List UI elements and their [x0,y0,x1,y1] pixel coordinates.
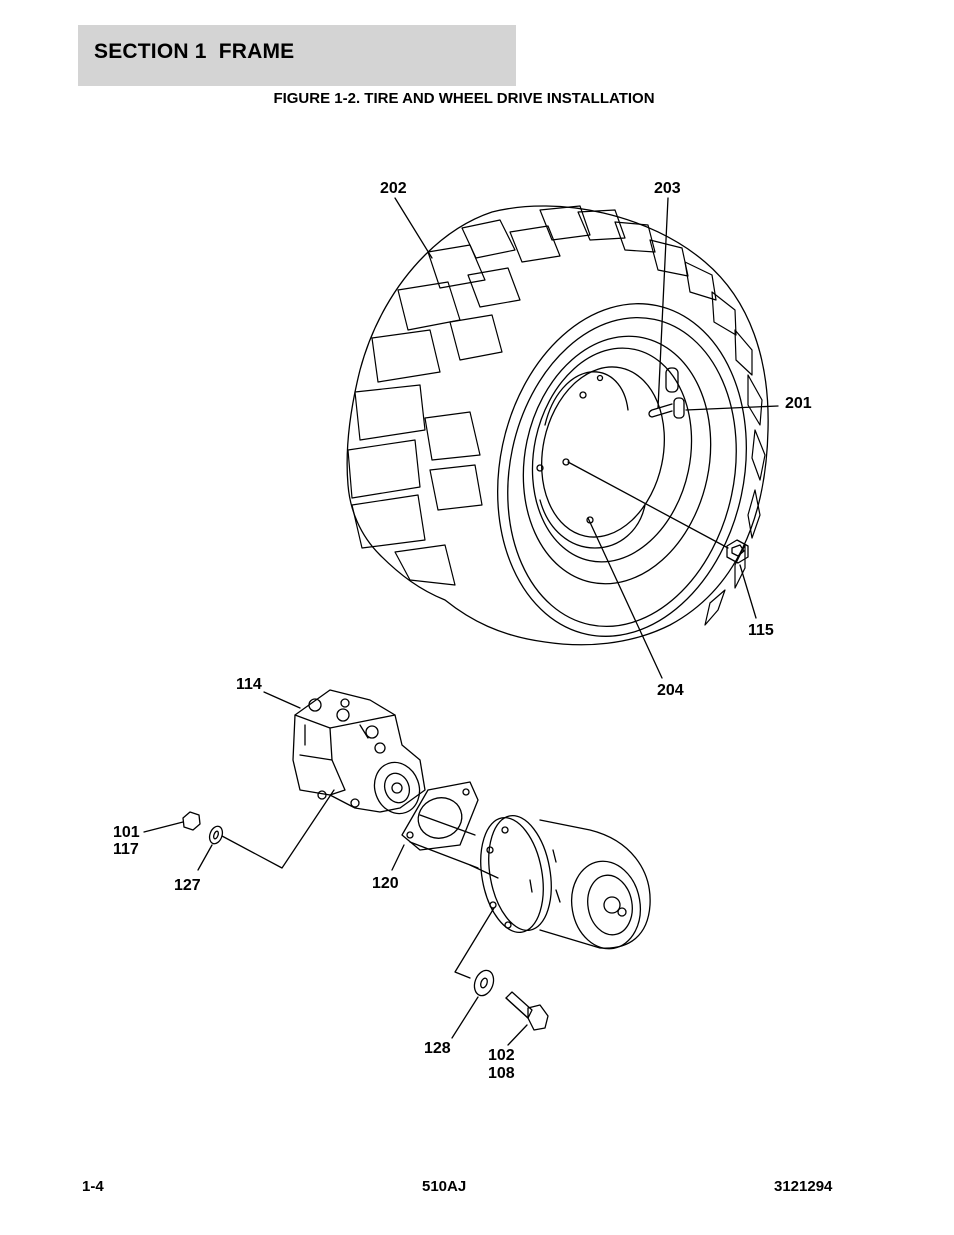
nut-illustration [182,811,201,831]
callout-101: 101 [113,824,140,841]
bolt-illustration [505,991,549,1031]
section-header-bar: SECTION 1 FRAME [78,25,516,86]
washer-large-illustration [473,969,495,997]
callout-108: 108 [488,1065,515,1082]
callout-102: 102 [488,1047,515,1064]
figure-title-text: FIGURE 1-2. TIRE AND WHEEL DRIVE INSTALL… [273,90,655,107]
footer-document-number: 3121294 [774,1178,833,1195]
callout-203: 203 [654,180,681,197]
callout-204: 204 [657,682,684,699]
footer-page-number: 1-4 [82,1178,104,1195]
callout-120: 120 [372,875,399,892]
gearbox-illustration [454,814,651,979]
drive-motor-illustration [221,689,426,869]
callout-115: 115 [748,622,774,639]
footer-model: 510AJ [422,1178,467,1195]
callout-114: 114 [236,676,262,693]
callout-201: 201 [785,395,812,412]
gasket-illustration [391,781,479,871]
callout-128: 128 [424,1040,451,1057]
figure-title: FIGURE 1-2. TIRE AND WHEEL DRIVE INSTALL… [0,90,954,107]
tire-illustration [346,197,779,679]
callout-202: 202 [380,180,407,197]
section-title: SECTION 1 FRAME [94,40,295,63]
washer-illustration [208,825,224,845]
callout-127: 127 [174,877,201,894]
callout-117: 117 [113,841,139,858]
